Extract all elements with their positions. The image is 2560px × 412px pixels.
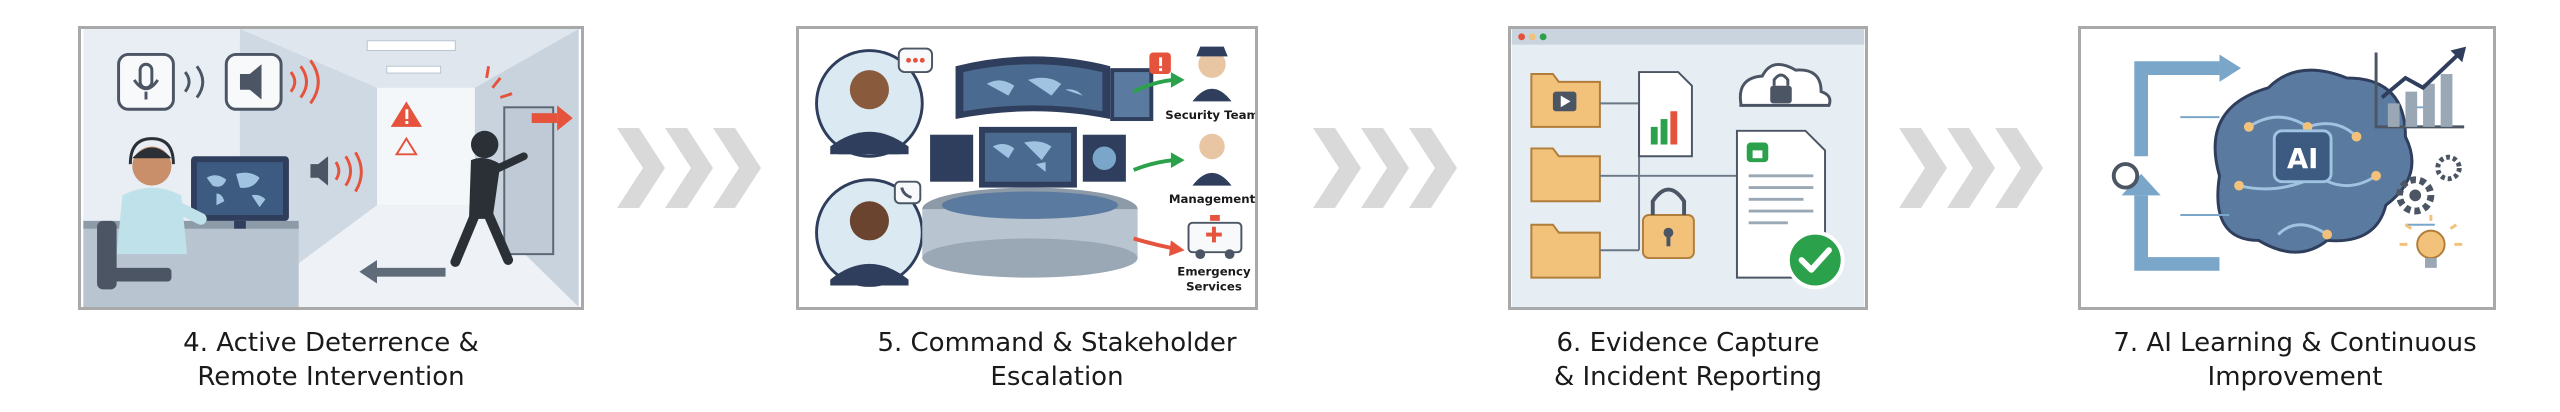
ai-learning-illustration: AI (2082, 29, 2492, 307)
step-4-line2: Remote Intervention (197, 362, 465, 392)
folder-icon (1530, 73, 1601, 128)
intruder-icon (450, 130, 528, 267)
step-5-line1: 5. Command & Stakeholder (877, 328, 1237, 358)
lightbulb-icon (2399, 214, 2463, 268)
step-4-caption: 4. Active Deterrence & Remote Interventi… (51, 326, 611, 394)
police-officer-icon (815, 49, 924, 158)
world-map-icon (191, 156, 289, 229)
speaker-icon (224, 52, 283, 111)
chat-bubble-icon (897, 47, 934, 74)
management-label: Management (1169, 192, 1255, 206)
panel-active-deterrence (78, 26, 584, 310)
cycle-arrow-icon (2111, 54, 2241, 271)
security-team-label: Security Team (1165, 108, 1255, 122)
checkmark-icon (1785, 230, 1845, 290)
police-officer-icon (815, 178, 924, 287)
ai-chip-label: AI (2287, 144, 2318, 175)
phone-icon (893, 180, 922, 205)
ambulance-icon (1187, 214, 1243, 260)
gear-icon (2396, 154, 2462, 215)
document-chart-icon (1638, 71, 1693, 158)
alert-badge-icon (1149, 52, 1171, 75)
exit-arrow-icon (531, 105, 573, 131)
manager-icon (1192, 133, 1232, 186)
microphone-icon (117, 52, 175, 111)
warning-icon (390, 101, 423, 127)
evidence-capture-illustration (1511, 29, 1865, 307)
folder-icon (1530, 147, 1601, 203)
emergency-label-line2: Services (1186, 279, 1242, 293)
panel-ai-learning: AI (2078, 26, 2496, 310)
folder-icon (1530, 223, 1601, 279)
step-4-line1: 4. Active Deterrence & (183, 328, 479, 358)
ai-chip-icon (2272, 129, 2333, 184)
cloud-lock-icon (1738, 63, 1832, 107)
step-6-line1: 6. Evidence Capture (1556, 328, 1820, 358)
operator-icon (116, 137, 207, 255)
flow-arrows-2 (1313, 128, 1463, 208)
padlock-icon (1641, 187, 1695, 260)
step-7-line1: 7. AI Learning & Continuous (2113, 328, 2477, 358)
step-5-caption: 5. Command & Stakeholder Escalation (777, 326, 1337, 394)
step-7-line2: Improvement (2207, 362, 2383, 392)
step-6-caption: 6. Evidence Capture & Incident Reporting (1408, 326, 1968, 394)
emergency-label-line1: Emergency (1177, 265, 1251, 279)
panel-evidence-capture (1508, 26, 1868, 310)
step-7-caption: 7. AI Learning & Continuous Improvement (2015, 326, 2560, 394)
active-deterrence-illustration (83, 29, 579, 307)
flow-arrows-3 (1899, 128, 2049, 208)
panel-command-escalation: Security Team Management Emergency Servi… (796, 26, 1258, 310)
direction-arrow-icon (359, 260, 446, 284)
command-escalation-illustration: Security Team Management Emergency Servi… (800, 29, 1255, 307)
chart-up-icon (2374, 46, 2467, 129)
flow-arrows-1 (617, 128, 767, 208)
step-5-line2: Escalation (990, 362, 1124, 392)
step-6-line2: & Incident Reporting (1553, 362, 1823, 392)
security-officer-icon (1192, 46, 1232, 102)
